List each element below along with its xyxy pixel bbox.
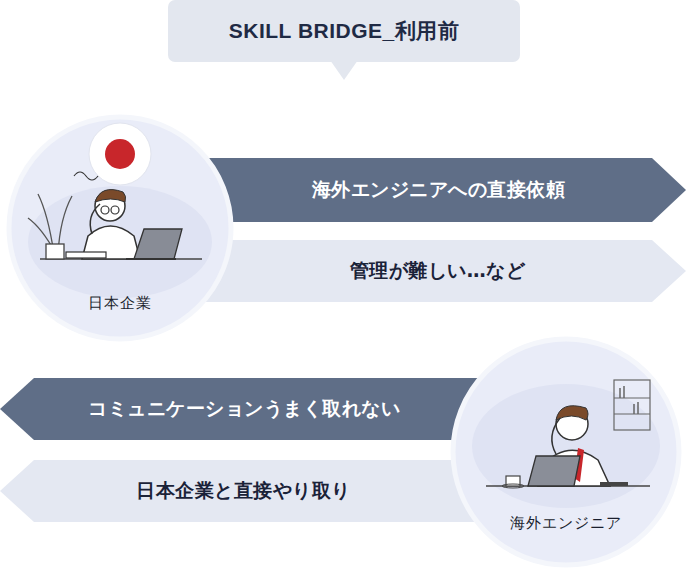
bubble-tail-shape (330, 60, 358, 80)
arrow-band: 日本企業と直接やり取り (0, 460, 480, 522)
band-label: 海外エンジニアへの直接依頼 (312, 177, 566, 203)
actor-circle: 海外エンジニア (450, 336, 682, 568)
band-label: コミュニケーションうまく取れない (88, 396, 400, 422)
band-label: 管理が難しい…など (350, 258, 526, 284)
band-label: 日本企業と直接やり取り (136, 478, 351, 504)
title-text: SKILL BRIDGE_利用前 (229, 17, 459, 45)
circle-label: 日本企業 (6, 294, 234, 313)
circle-label: 海外エンジニア (450, 514, 682, 533)
arrow-band: コミュニケーションうまく取れない (0, 378, 480, 440)
title-bubble: SKILL BRIDGE_利用前 (168, 0, 520, 62)
actor-circle: 日本企業 (6, 114, 234, 342)
office-illustration (450, 336, 682, 568)
arrow-band: 管理が難しい…など (200, 240, 686, 302)
arrow-band: 海外エンジニアへの直接依頼 (200, 158, 686, 222)
